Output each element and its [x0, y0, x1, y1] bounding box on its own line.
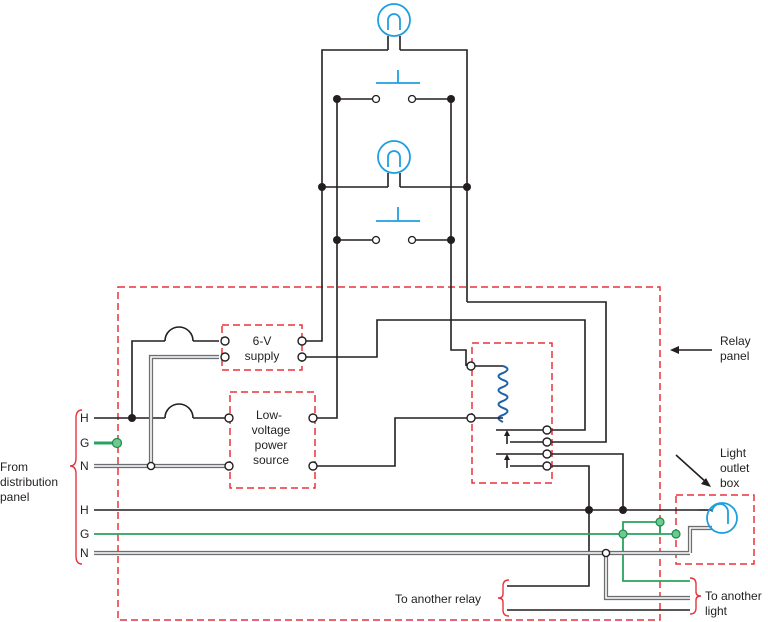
- relay-box: [471, 342, 553, 484]
- relay-contact-terminal: [542, 449, 552, 459]
- six-v-supply-terminal: [220, 336, 230, 346]
- ground-terminal-dot: [618, 529, 628, 539]
- junction-dot: [619, 506, 627, 514]
- from-distribution-label-3: panel: [0, 490, 29, 504]
- push-button-switch-bottom: [371, 207, 420, 245]
- lamp-icon-outlet: [698, 502, 738, 534]
- junction-dot: [318, 183, 326, 191]
- relay-panel-arrow-icon: [670, 346, 712, 354]
- six-v-supply-box: [221, 324, 303, 371]
- junction-open: [146, 461, 156, 471]
- relay-contacts: [496, 429, 543, 468]
- six-v-supply-terminal: [220, 352, 230, 362]
- lv-source-terminal: [308, 413, 318, 423]
- low-voltage-power-source-box: [229, 391, 316, 489]
- lv-source-label-4: source: [253, 453, 289, 467]
- panel-n-label: N: [80, 459, 89, 473]
- to-another-light-label-1: To another: [705, 589, 762, 603]
- relay-panel-label-2: panel: [720, 349, 749, 363]
- lv-source-terminal: [224, 413, 234, 423]
- six-v-supply-terminal: [297, 352, 307, 362]
- from-panel-brace: [69, 409, 83, 565]
- six-v-supply-terminal: [297, 336, 307, 346]
- lv-source-label-1: Low-: [256, 408, 282, 422]
- relay-contact-terminal: [542, 437, 552, 447]
- to-relay-brace: [497, 579, 510, 617]
- relay-panel-enclosure: [117, 286, 661, 621]
- panel-g-label: G: [80, 436, 89, 450]
- ground-terminal-dot: [671, 529, 681, 539]
- light-outlet-label-1: Light: [720, 446, 747, 460]
- relay-coil-terminal: [466, 413, 476, 423]
- relay-panel-label-1: Relay: [720, 334, 751, 348]
- lv-source-terminal: [308, 461, 318, 471]
- light-outlet-label-2: outlet: [720, 461, 750, 475]
- main-h-label: H: [80, 503, 89, 517]
- relay-contact-terminal: [542, 461, 552, 471]
- relay-coil-icon: [475, 365, 509, 423]
- main-n-label: N: [80, 546, 89, 560]
- six-v-supply-label-1: 6-V: [253, 334, 272, 348]
- push-button-switch-top: [371, 70, 420, 104]
- to-another-light-label-2: light: [705, 604, 728, 618]
- light-outlet-arrow-icon: [675, 454, 711, 487]
- lamp-icon-middle: [377, 140, 411, 187]
- to-another-relay-label: To another relay: [395, 592, 481, 606]
- junction-open: [601, 548, 611, 558]
- light-outlet-label-3: box: [720, 476, 739, 490]
- lv-source-label-2: voltage: [252, 423, 291, 437]
- six-v-supply-label-2: supply: [245, 349, 280, 363]
- panel-h-label: H: [80, 411, 89, 425]
- from-distribution-label-1: From: [0, 460, 28, 474]
- junction-dot: [585, 506, 593, 514]
- ground-terminal-dot: [111, 437, 123, 449]
- ground-terminal-dot: [655, 517, 665, 527]
- lv-source-label-3: power: [255, 438, 288, 452]
- junction-dot: [463, 183, 471, 191]
- relay-contact-terminal: [542, 425, 552, 435]
- from-distribution-label-2: distribution: [0, 475, 58, 489]
- lv-source-terminal: [224, 461, 234, 471]
- main-g-label: G: [80, 527, 89, 541]
- relay-coil-terminal: [466, 361, 476, 371]
- to-light-brace: [689, 577, 702, 615]
- lamp-icon-top: [377, 3, 411, 50]
